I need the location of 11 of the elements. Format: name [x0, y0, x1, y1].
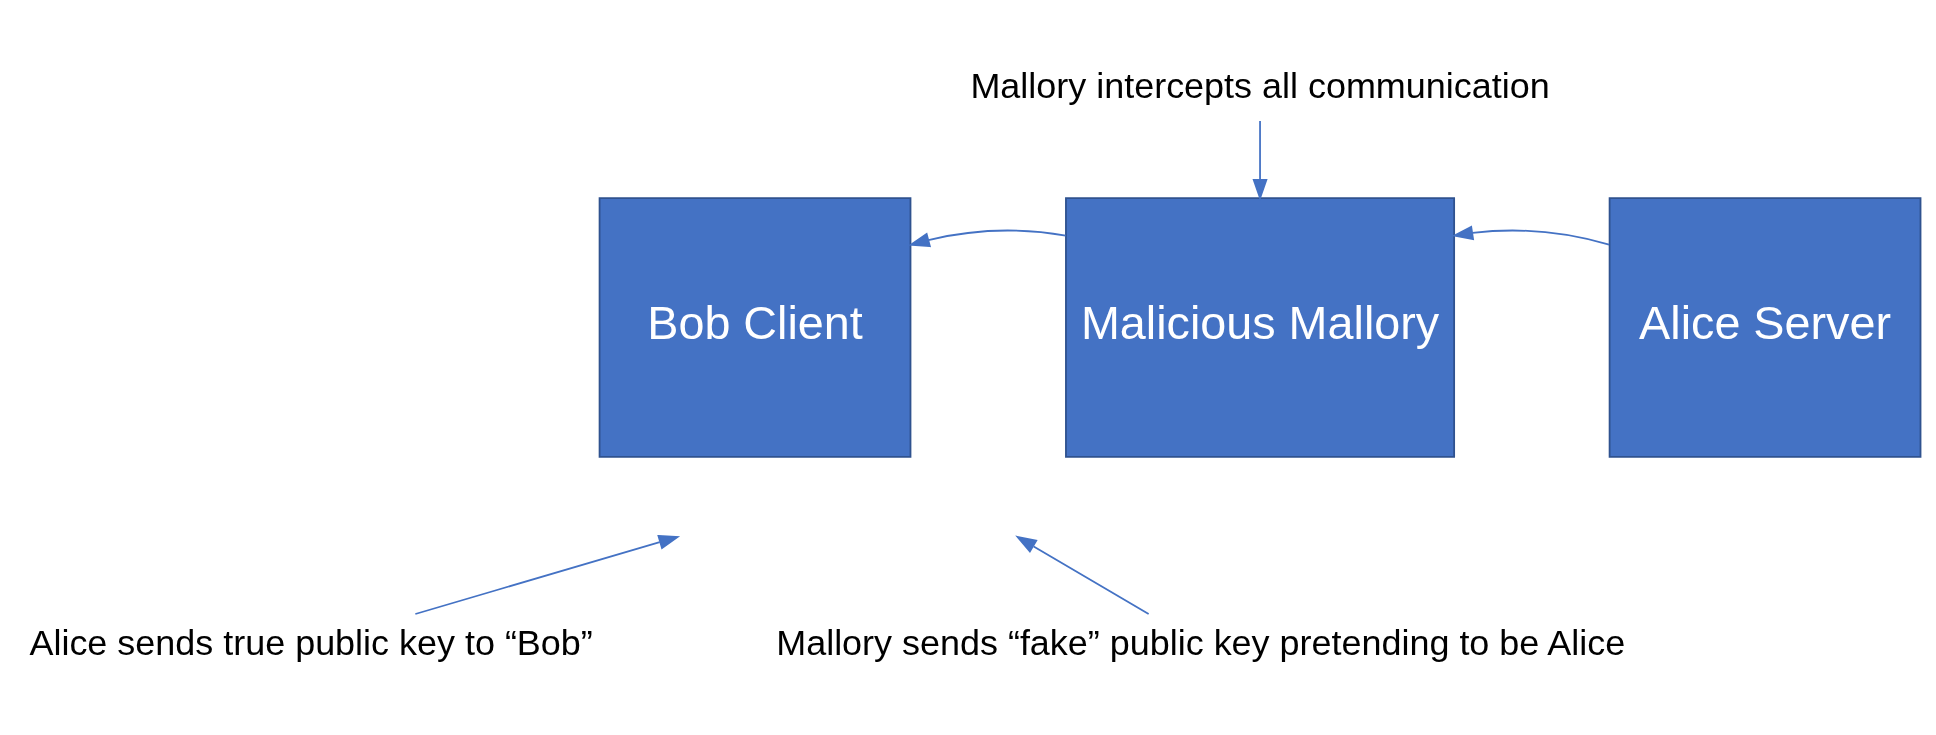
arrow — [1451, 225, 1610, 246]
node-text: Mallory sends “fake” public key pretending to be Alice — [776, 622, 1626, 664]
arrow — [1015, 535, 1150, 615]
node-box: Malicious Mallory — [1065, 197, 1456, 458]
arrow — [908, 229, 1067, 248]
node-box: Alice Server — [1608, 197, 1922, 458]
node-text: Alice sends true public key to “Bob” — [29, 622, 593, 664]
arrow — [1252, 120, 1268, 201]
node-box: Bob Client — [598, 197, 912, 458]
arrow — [414, 535, 681, 615]
node-text: Mallory intercepts all communication — [970, 64, 1550, 106]
